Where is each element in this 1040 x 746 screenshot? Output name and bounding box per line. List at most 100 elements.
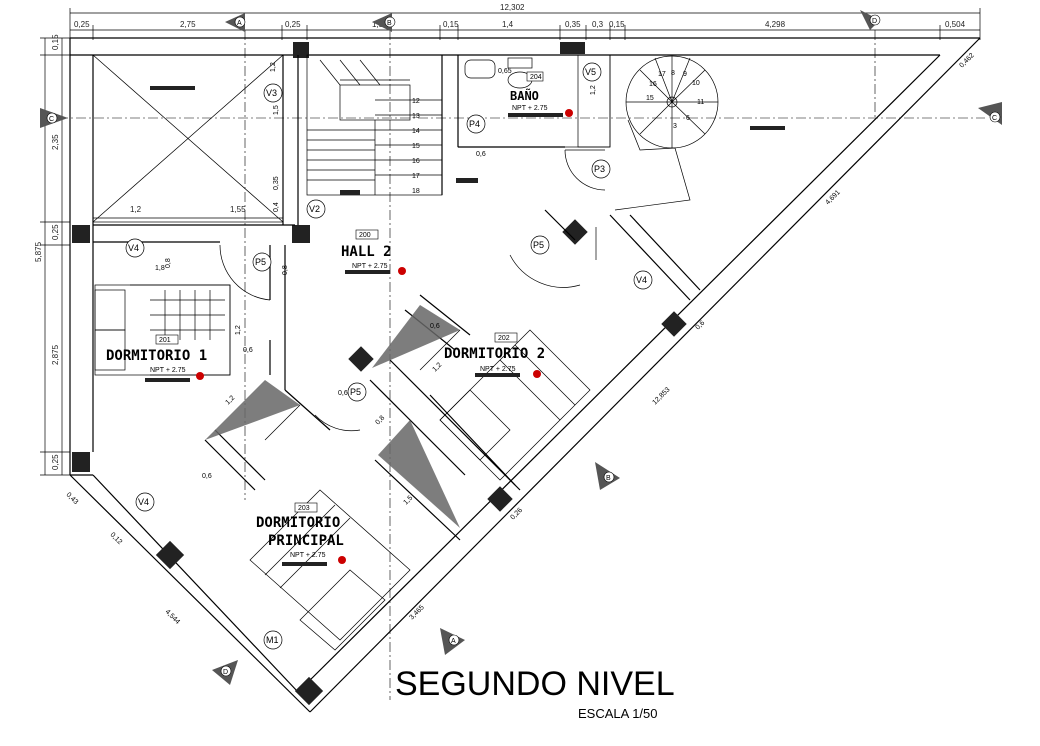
room-dorm2: 202 DORMITORIO 2 NPT + 2.75 — [444, 332, 545, 373]
tag-v4-2: V4 — [636, 275, 647, 285]
svg-text:8: 8 — [671, 70, 675, 77]
dim-top-11: 0,504 — [945, 20, 966, 29]
svg-text:6: 6 — [686, 115, 690, 122]
dorm2-code: 202 — [498, 335, 510, 342]
dim-top-6: 1,4 — [502, 20, 514, 29]
svg-text:0,8: 0,8 — [374, 415, 386, 427]
svg-text:17: 17 — [658, 71, 666, 78]
svg-text:13: 13 — [412, 113, 420, 120]
staircase: 12 13 14 15 16 17 18 — [306, 54, 443, 196]
dorm1-code: 201 — [159, 337, 171, 344]
svg-text:0,6: 0,6 — [202, 473, 212, 480]
dim-top-5: 0,15 — [443, 20, 459, 29]
dim-bath-1: 0,65 — [498, 68, 512, 75]
svg-text:16: 16 — [412, 158, 420, 165]
svg-text:18: 18 — [412, 188, 420, 195]
svg-text:0,12: 0,12 — [109, 531, 124, 546]
tag-p5-3: P5 — [350, 387, 361, 397]
svg-text:B: B — [387, 20, 392, 27]
principal-code: 203 — [298, 505, 310, 512]
tag-v5: V5 — [585, 67, 596, 77]
svg-text:D: D — [223, 669, 228, 676]
room-principal: 203 DORMITORIO PRINCIPAL NPT + 2.75 — [256, 502, 344, 559]
scale-label: ESCALA 1/50 — [578, 706, 658, 721]
hall-level: NPT + 2.75 — [352, 263, 388, 270]
svg-text:0,6: 0,6 — [694, 320, 706, 332]
dim-top-2: 2,75 — [180, 20, 196, 29]
svg-text:0,4: 0,4 — [273, 202, 280, 212]
dim-top-1: 0,25 — [74, 20, 90, 29]
axis-marker-b-diag: B — [595, 462, 620, 490]
dim-left-3: 0,25 — [51, 224, 60, 240]
svg-text:1,2: 1,2 — [235, 325, 242, 335]
svg-text:15: 15 — [412, 143, 420, 150]
svg-text:3: 3 — [673, 123, 677, 130]
svg-text:3,465: 3,465 — [408, 604, 425, 621]
svg-text:0,6: 0,6 — [338, 390, 348, 397]
svg-text:C: C — [49, 116, 54, 123]
principal-name-1: DORMITORIO — [256, 515, 340, 531]
svg-text:12: 12 — [412, 98, 420, 105]
axis-markers: A B C D C B A D — [40, 10, 1002, 685]
axis-lines — [40, 30, 985, 700]
tag-v3: V3 — [266, 88, 277, 98]
dim-left-2: 2,35 — [51, 134, 60, 150]
tag-p4: P4 — [469, 119, 480, 129]
hall-name: HALL 2 — [341, 244, 392, 260]
dim-top-7: 0,35 — [565, 20, 581, 29]
dim-top-3: 0,25 — [285, 20, 301, 29]
dim-void-2: 1,55 — [230, 205, 246, 214]
svg-text:0,8: 0,8 — [165, 258, 172, 268]
dim-top-8: 0,3 — [592, 20, 604, 29]
svg-text:A: A — [237, 20, 242, 27]
svg-text:1,2: 1,2 — [270, 62, 277, 72]
columns — [72, 42, 687, 706]
dorm2-level: NPT + 2.75 — [480, 366, 516, 373]
dim-left-1: 0,15 — [51, 34, 60, 50]
page-title: SEGUNDO NIVEL — [395, 665, 675, 703]
dim-top-10: 4,298 — [765, 20, 786, 29]
dorm1-name: DORMITORIO 1 — [106, 348, 207, 364]
bed-dorm2 — [439, 329, 591, 481]
axis-marker-b-top: B — [372, 13, 396, 32]
tag-m1: M1 — [266, 635, 279, 645]
dim-void-1: 1,2 — [130, 205, 142, 214]
svg-text:14: 14 — [412, 128, 420, 135]
level-markers — [145, 126, 785, 566]
svg-text:0,8: 0,8 — [282, 265, 289, 275]
closets — [205, 305, 461, 528]
opening-tags: V3 V2 V4 P5 P5 P4 P3 V5 V4 P5 V4 M1 — [125, 62, 653, 650]
svg-text:10: 10 — [692, 80, 700, 87]
svg-text:17: 17 — [412, 173, 420, 180]
axis-marker-a-diag: A — [440, 628, 465, 655]
bed-principal — [249, 489, 411, 651]
svg-text:0,6: 0,6 — [430, 323, 440, 330]
svg-text:0,462: 0,462 — [958, 52, 975, 69]
svg-text:0,43: 0,43 — [65, 491, 80, 506]
bano-name: BAÑO — [510, 88, 539, 103]
svg-text:9: 9 — [683, 71, 687, 78]
svg-text:0,35: 0,35 — [273, 176, 280, 190]
principal-level: NPT + 2.75 — [290, 552, 326, 559]
dorm2-name: DORMITORIO 2 — [444, 346, 545, 362]
svg-text:1,8: 1,8 — [155, 265, 165, 272]
principal-name-2: PRINCIPAL — [268, 533, 344, 549]
tag-v2: V2 — [309, 204, 320, 214]
hall-code: 200 — [359, 232, 371, 239]
void-area: 1,2 1,55 — [92, 54, 284, 223]
dim-total: 12,302 — [500, 3, 525, 12]
tag-p5-1: P5 — [255, 257, 266, 267]
svg-text:1,2: 1,2 — [431, 362, 443, 374]
bed-dorm1 — [94, 284, 231, 376]
svg-text:16: 16 — [649, 81, 657, 88]
dorm1-level: NPT + 2.75 — [150, 367, 186, 374]
axis-marker-c-left: C — [40, 108, 68, 128]
dim-left-4: 5,875 — [34, 241, 43, 262]
svg-text:1,5: 1,5 — [273, 105, 280, 115]
svg-text:11: 11 — [697, 99, 704, 106]
top-dimension-chain: 0,25 2,75 0,25 1,5 0,15 1,4 0,35 0,3 0,1… — [69, 3, 981, 40]
dim-bath-2: 0,6 — [476, 151, 486, 158]
bano-code: 204 — [530, 74, 542, 81]
tag-p3: P3 — [594, 164, 605, 174]
axis-marker-d-top: D — [860, 10, 881, 30]
